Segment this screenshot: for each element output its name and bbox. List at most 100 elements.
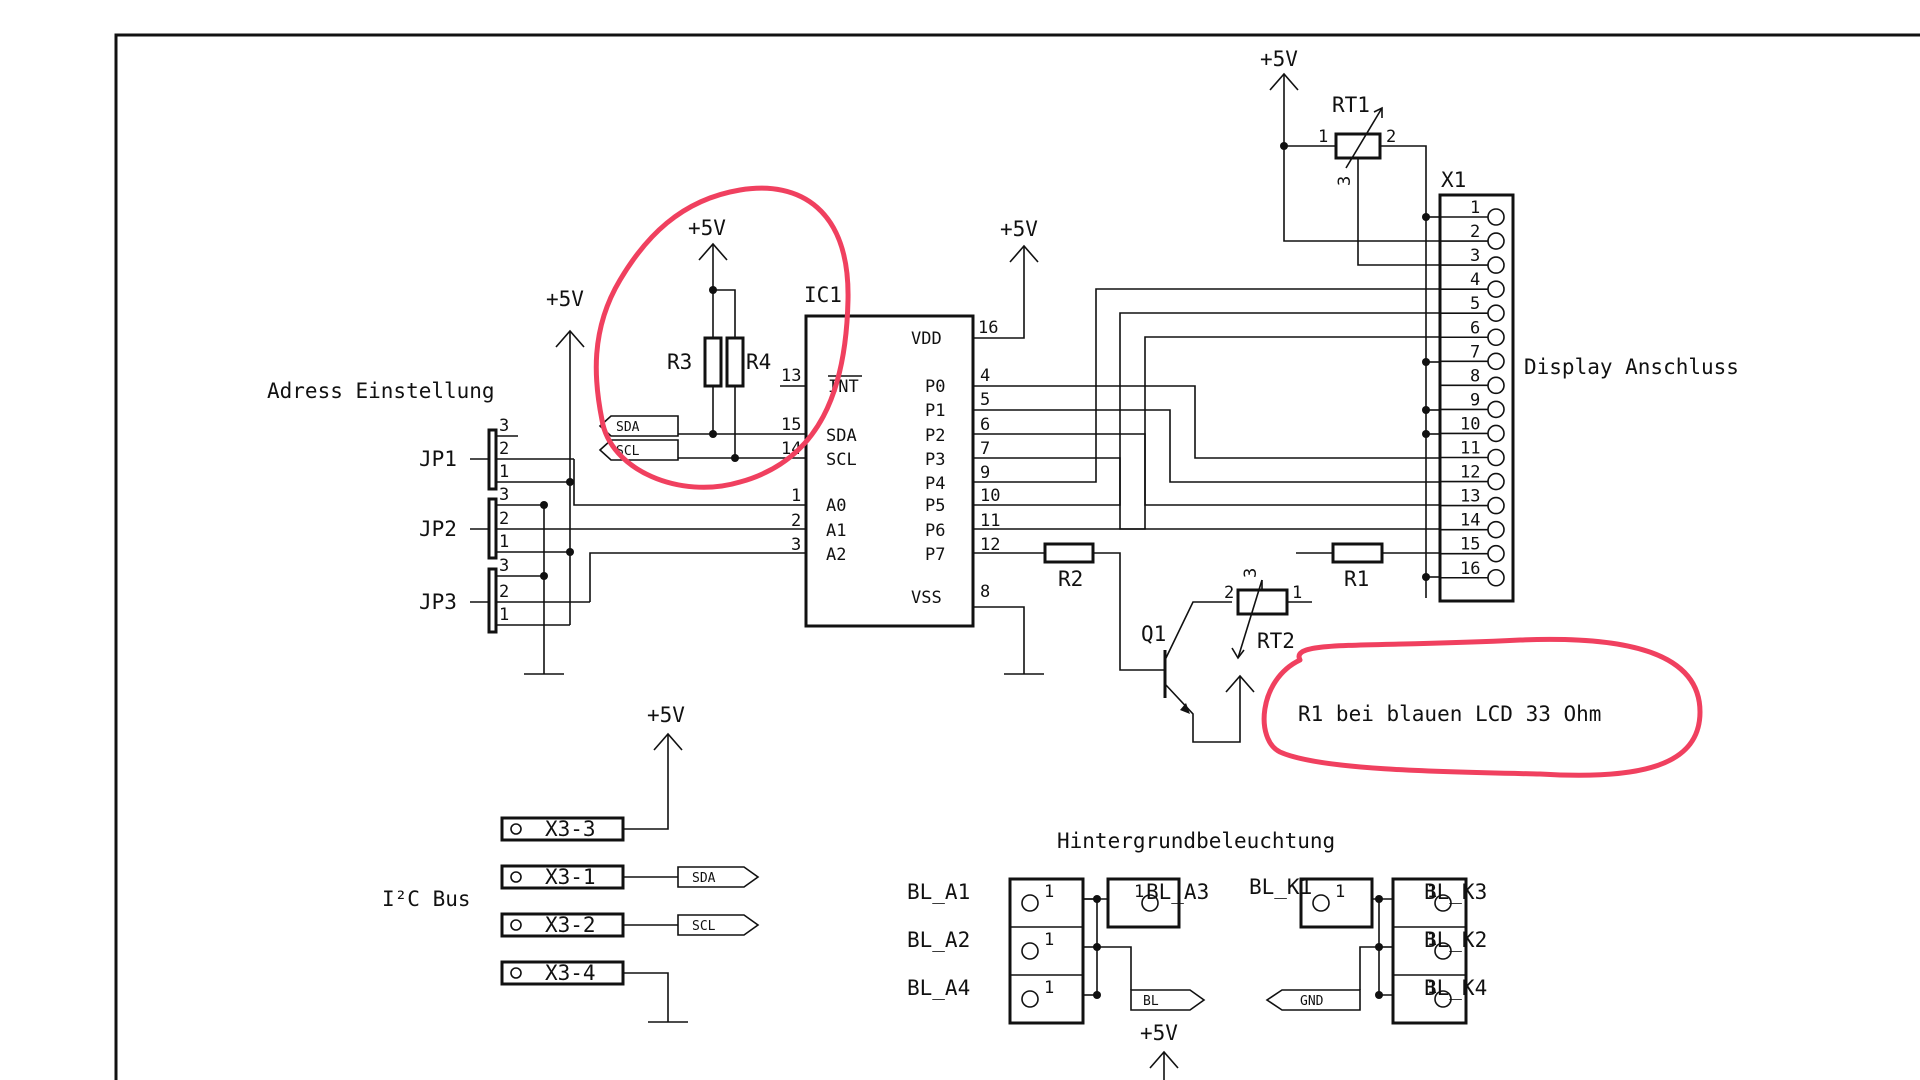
jp3-pin-1: 1	[499, 605, 509, 625]
ic1-num-11: 11	[980, 511, 1000, 531]
rt2-pin-1: 1	[1292, 583, 1302, 603]
x1-pin-circle	[1487, 256, 1505, 274]
supply-rt1: +5V	[1260, 47, 1298, 71]
x3-pad-hole	[510, 871, 522, 883]
backlight-pad-hole	[1021, 942, 1039, 960]
bl-k2-label: BL_K2	[1424, 928, 1487, 952]
x1-pin-number: 6	[1470, 318, 1480, 338]
x1-pin-number: 10	[1460, 414, 1480, 434]
ic1-pin-a2: A2	[826, 545, 846, 565]
jp1-label: JP1	[419, 447, 457, 471]
x3-pad-hole	[510, 919, 522, 931]
x1-pin-number: 16	[1460, 559, 1480, 579]
supply-jumpers: +5V	[546, 287, 584, 311]
jp1-pin-2: 2	[499, 439, 509, 459]
backlight-pad-pin: 1	[1044, 930, 1054, 950]
x1-pin-number: 15	[1460, 535, 1480, 555]
jumper-block: JP1 JP2 JP3 3 2 1 3 2 1 3 2 1 +5V	[419, 287, 806, 675]
x1-pin-circle	[1487, 496, 1505, 515]
bl-flag: BL	[1143, 994, 1159, 1009]
x1-pin-circle	[1487, 304, 1505, 323]
bl-a2-label: BL_A2	[907, 928, 970, 952]
sda-flag-bus: SDA	[692, 871, 716, 886]
x3-pad-label: X3-1	[545, 865, 596, 889]
x1-pin-number: 9	[1470, 390, 1480, 410]
backlight-pad-pin: 1	[1335, 882, 1345, 902]
x1-pin-number: 3	[1470, 246, 1480, 266]
ic1-pin-p2: P2	[925, 426, 945, 446]
x3-pad-label: X3-2	[545, 913, 596, 937]
backlight-pad-hole	[1021, 990, 1039, 1008]
x1-pin-number: 11	[1460, 439, 1480, 459]
ic1-num-12: 12	[980, 535, 1000, 555]
rt2-label: RT2	[1257, 629, 1295, 653]
x1-label: X1	[1441, 168, 1466, 192]
x3-pad-hole	[510, 823, 522, 835]
x1-pin-number: 13	[1460, 487, 1480, 507]
rt1-pin-3: 3	[1335, 176, 1355, 186]
r3-label: R3	[667, 350, 692, 374]
x1-pin-number: 1	[1470, 198, 1480, 218]
ic1-pin-p1: P1	[925, 401, 945, 421]
ic1-num-8: 8	[980, 582, 990, 602]
jp2-pin-3: 3	[499, 485, 509, 505]
ic1-label: IC1	[804, 283, 842, 307]
q1-label: Q1	[1141, 622, 1166, 646]
x1-connector: X1 Display Anschluss 1234567891011121314…	[1438, 168, 1739, 603]
backlight-pad-pin: 1	[1427, 882, 1437, 902]
x1-pin-number: 4	[1470, 270, 1480, 290]
x1-pin-circle	[1487, 520, 1505, 539]
rt2-pin-2: 2	[1224, 583, 1234, 603]
x1-pin-number: 14	[1460, 511, 1480, 531]
backlight-pad-pin: 1	[1134, 882, 1144, 902]
supply-pullup: +5V	[688, 216, 726, 240]
bl-a1-label: BL_A1	[907, 880, 970, 904]
data-bus	[973, 213, 1440, 581]
rt2-pin-3: 3	[1241, 568, 1261, 578]
x1-pin-number: 8	[1470, 366, 1480, 386]
r4-label: R4	[746, 350, 771, 374]
bl-k4-label: BL_K4	[1424, 976, 1487, 1000]
rt1: +5V RT1 1 2 3	[1260, 47, 1440, 598]
red-ellipse-note	[1261, 636, 1703, 778]
display-label: Display Anschluss	[1524, 355, 1739, 379]
x1-pin-circle	[1487, 208, 1505, 226]
rt1-label: RT1	[1332, 93, 1370, 117]
r1-label: R1	[1344, 567, 1369, 591]
backlight-pad-hole	[1021, 894, 1039, 912]
ic1-pin-a0: A0	[826, 496, 846, 516]
backlight-driver: R2 Q1 RT2 2 1 3 R1	[973, 542, 1440, 743]
ic1-pin-scl: SCL	[826, 450, 857, 470]
x1-pin-circle	[1487, 424, 1505, 443]
ic1-num-16: 16	[978, 318, 998, 338]
ic1-pin-p0: P0	[925, 377, 945, 397]
backlight-pad-pin: 1	[1427, 930, 1437, 950]
ic1-num-3: 3	[791, 535, 801, 555]
bl-a3-label: BL_A3	[1146, 880, 1209, 904]
x3-pad-label: X3-3	[545, 817, 596, 841]
x3-pad-label: X3-4	[545, 961, 596, 985]
ic1-num-10: 10	[980, 486, 1000, 506]
jp1-pin-1: 1	[499, 462, 509, 482]
supply-ic: +5V	[1000, 217, 1038, 241]
jp3-label: JP3	[419, 590, 457, 614]
backlight-pad-hole	[1434, 990, 1452, 1008]
x1-pin-circle	[1487, 328, 1505, 347]
ic1-num-1: 1	[791, 486, 801, 506]
x1-pin-circle	[1487, 376, 1505, 395]
ic1-num-15: 15	[781, 415, 801, 435]
x1-pin-circle	[1487, 448, 1505, 467]
bl-k3-label: BL_K3	[1424, 880, 1487, 904]
jp1-pin-3: 3	[499, 416, 509, 436]
backlight-pad-pin: 1	[1427, 978, 1437, 998]
r2-label: R2	[1058, 567, 1083, 591]
ic1-num-6: 6	[980, 415, 990, 435]
gnd-flag: GND	[1300, 994, 1324, 1009]
ic1: IC1 VDD INT SDA SCL A0 A1 A2 P0 P1 P2 P3…	[781, 283, 1000, 628]
backlight-pad-pin: 1	[1044, 978, 1054, 998]
x1-pin-number: 2	[1470, 222, 1480, 242]
rt1-pin-2: 2	[1386, 127, 1396, 147]
x1-pin-circle	[1487, 568, 1505, 587]
